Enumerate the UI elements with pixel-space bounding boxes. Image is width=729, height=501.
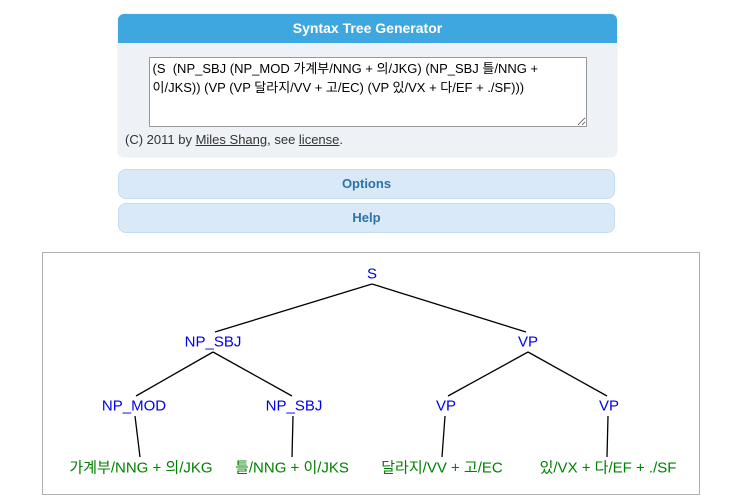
options-button[interactable]: Options <box>118 169 615 199</box>
panel-body: (C) 2011 by Miles Shang, see license. <box>118 43 617 157</box>
license-link[interactable]: license <box>298 132 340 147</box>
tree-leaf-label: 있/VX + 다/EF + ./SF <box>540 460 677 477</box>
tree-node-label: VP <box>518 334 538 351</box>
tree-node-label: VP <box>436 398 456 415</box>
copyright-suffix: . <box>339 132 344 147</box>
tree-edge <box>527 351 608 397</box>
tree-edge <box>291 415 294 458</box>
tree-edge <box>214 283 373 333</box>
tree-edge <box>606 415 609 458</box>
tree-edge <box>371 283 527 333</box>
tree-edge <box>134 415 141 458</box>
tree-leaf-label: 가계부/NNG + 의/JKG <box>69 460 212 477</box>
copyright-line: (C) 2011 by Miles Shang, see license. <box>125 132 617 147</box>
app-title: Syntax Tree Generator <box>118 14 617 43</box>
syntax-tree-canvas: S NP_SBJ VP NP_MOD NP_SBJ VP VP 가계부/NNG + 의/JKG… <box>42 252 700 495</box>
tree-node-label: NP_MOD <box>102 398 166 415</box>
copyright-prefix: (C) 2011 by <box>125 132 196 147</box>
tree-node-label: S <box>367 266 377 283</box>
tree-edge <box>135 351 214 397</box>
tree-node-label: NP_SBJ <box>185 334 242 351</box>
tree-edge <box>212 351 293 397</box>
help-button[interactable]: Help <box>118 203 615 233</box>
generator-panel: Syntax Tree Generator (C) 2011 by Miles … <box>118 14 617 157</box>
tree-node-label: NP_SBJ <box>266 398 323 415</box>
copyright-middle: , see <box>267 132 299 147</box>
author-link[interactable]: Miles Shang <box>195 132 268 147</box>
tree-node-label: VP <box>599 398 619 415</box>
bracket-notation-input[interactable] <box>148 57 587 127</box>
tree-leaf-label: 달라지/VV + 고/EC <box>381 460 503 477</box>
tree-leaf-label: 틀/NNG + 이/JKS <box>235 460 349 477</box>
tree-edge <box>447 351 529 397</box>
tree-edge <box>441 415 446 458</box>
syntax-tree-svg: S NP_SBJ VP NP_MOD NP_SBJ VP VP 가계부/NNG + 의/JKG… <box>69 266 677 477</box>
